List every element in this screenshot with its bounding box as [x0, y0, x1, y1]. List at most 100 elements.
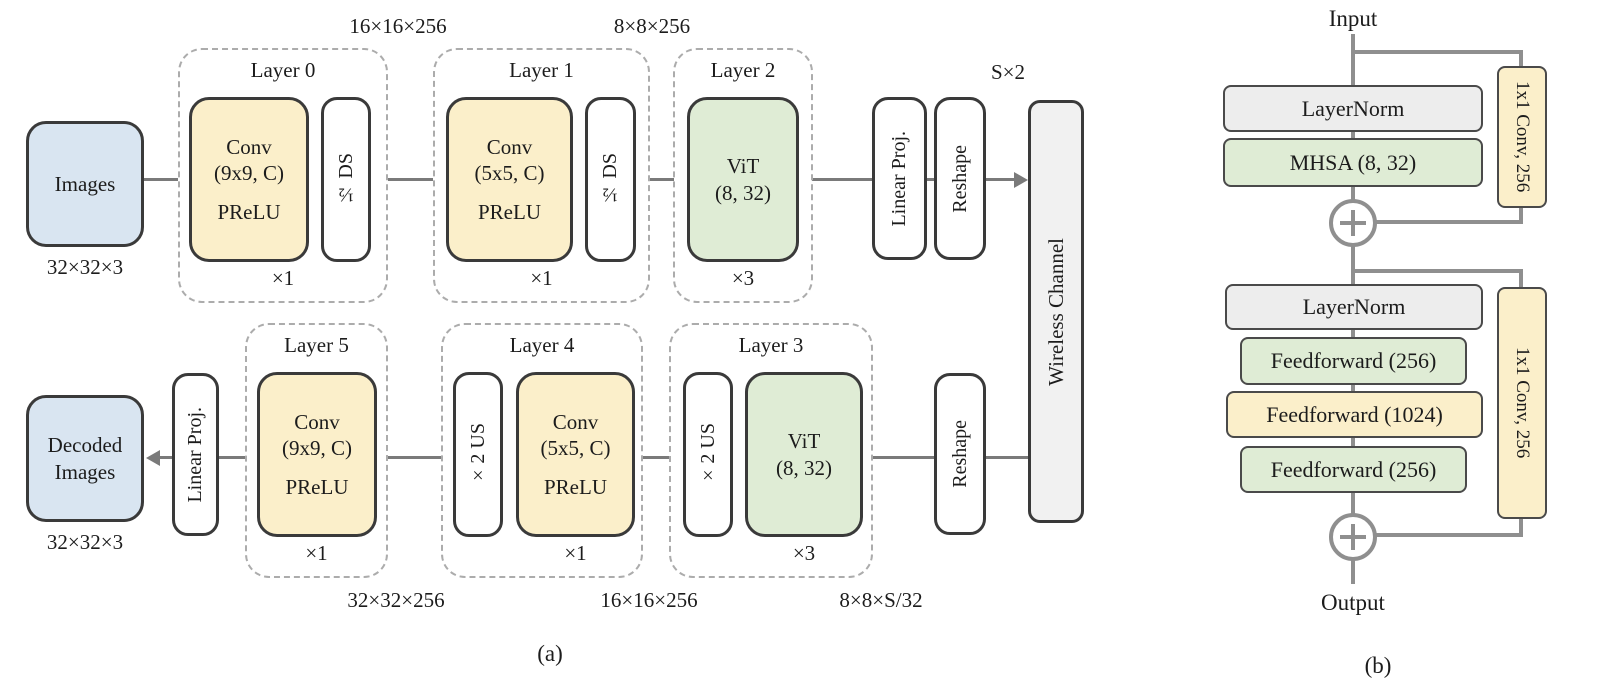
skip1-bottom-line: [1355, 220, 1523, 224]
arrow-into-channel-icon: [1014, 172, 1028, 188]
layer0-group: [178, 48, 388, 303]
tx-reshape-label: Reshape: [948, 144, 971, 213]
layer3-upsample-label: ×2 US: [696, 423, 719, 486]
arrow-into-decoded-icon: [146, 450, 160, 466]
layer3-vit-box: ViT (8, 32): [745, 372, 863, 537]
connector-layer4-layer5: [388, 456, 442, 459]
layer0-title: Layer 0: [250, 58, 316, 82]
layer4-act-label: PReLU: [544, 474, 607, 499]
layer4-conv-label: Conv (5x5, C): [540, 410, 611, 461]
tx-linear-proj-box: Linear Proj.: [872, 97, 927, 260]
layer2-vit-label: ViT (8, 32): [715, 154, 771, 205]
caption-b: (b): [1364, 653, 1392, 678]
ffn-layernorm-box: LayerNorm: [1225, 284, 1483, 330]
layer1-title: Layer 1: [509, 58, 574, 82]
attn-skip-conv-label: 1x1 Conv, 256: [1512, 81, 1533, 193]
layer1-act-label: PReLU: [478, 199, 541, 224]
skip2-down-line2: [1519, 515, 1523, 537]
skip2-top-line: [1351, 269, 1523, 273]
layer4-upsample-box: ×2 US: [453, 372, 503, 537]
layer5-repeat-label: ×1: [305, 541, 328, 565]
wireless-channel-box: Wireless Channel: [1028, 100, 1084, 523]
attn-layernorm-label: LayerNorm: [1301, 95, 1405, 121]
connector-layer0-layer1: [388, 178, 433, 181]
layer2-title: Layer 2: [710, 58, 776, 82]
layer4-conv-box: Conv (5x5, C) PReLU: [516, 372, 635, 537]
layer5-conv-box: Conv (9x9, C) PReLU: [257, 372, 377, 537]
layer5-title: Layer 5: [284, 333, 349, 357]
layer5-act-label: PReLU: [285, 474, 349, 499]
skip1-down-line: [1519, 50, 1523, 70]
layer1-conv-label: Conv (5x5, C): [474, 135, 545, 186]
layer3-title: Layer 3: [738, 333, 804, 357]
skip2-bottom-line: [1355, 533, 1523, 537]
connector-linproj-reshape: [925, 178, 935, 181]
layer5-group: [245, 323, 388, 578]
layer1-group: [433, 48, 650, 303]
layer4-upsample-label: ×2 US: [466, 423, 489, 486]
layer2-group: [673, 48, 813, 303]
dim-after-layer0: 16×16×256: [349, 14, 447, 38]
attn-mhsa-box: MHSA (8, 32): [1223, 138, 1483, 187]
add-icon-2: [1329, 513, 1377, 561]
rx-reshape-label: Reshape: [948, 420, 971, 488]
decoded-images-label: Decoded Images: [47, 433, 123, 484]
ffn-layernorm-label: LayerNorm: [1302, 294, 1406, 319]
ffn-ff1-label: Feedforward (256): [1270, 348, 1437, 373]
attn-skip-conv-box: 1x1 Conv, 256: [1497, 66, 1547, 208]
tx-reshape-box: Reshape: [934, 97, 986, 260]
connector-reshape-layer3: [873, 456, 935, 459]
rx-linear-proj-box: Linear Proj.: [172, 373, 219, 536]
images-label: Images: [54, 171, 116, 196]
layer0-conv-label: Conv (9x9, C): [214, 135, 284, 186]
connector-reshape-channel: [986, 178, 1016, 181]
attn-layernorm-box: LayerNorm: [1223, 85, 1483, 132]
ffn-ff3-label: Feedforward (256): [1270, 456, 1437, 482]
tx-linear-proj-label: Linear Proj.: [888, 130, 910, 227]
dim-after-layer4: 16×16×256: [600, 588, 698, 612]
layer1-downsample-box: ½ DS: [585, 97, 636, 262]
layer2-vit-box: ViT (8, 32): [687, 97, 799, 262]
layer5-conv-label: Conv (9x9, C): [282, 410, 352, 461]
dim-after-layer1: 8×8×256: [613, 14, 691, 38]
layer1-conv-box: Conv (5x5, C) PReLU: [446, 97, 573, 262]
ffn-ff1-box: Feedforward (256): [1240, 337, 1467, 385]
decoded-dim-label: 32×32×3: [46, 530, 124, 554]
vit-input-label: Input: [1328, 6, 1378, 31]
dim-channel-input: S×2: [990, 60, 1026, 84]
layer0-repeat-label: ×1: [271, 266, 295, 290]
ffn-ff2-label: Feedforward (1024): [1266, 401, 1443, 427]
layer4-group: [441, 323, 643, 578]
layer0-downsample-box: ½ DS: [321, 97, 371, 262]
layer2-repeat-label: ×3: [731, 266, 755, 290]
layer3-repeat-label: ×3: [792, 541, 816, 565]
layer0-act-label: PReLU: [217, 199, 281, 224]
rx-reshape-box: Reshape: [934, 373, 986, 535]
vit-output-label: Output: [1321, 590, 1385, 615]
layer3-upsample-box: ×2 US: [683, 372, 733, 537]
skip2-down-line: [1519, 269, 1523, 291]
wireless-channel-label: Wireless Channel: [1043, 237, 1068, 386]
ffn-skip-conv-label: 1x1 Conv, 256: [1512, 347, 1533, 459]
layer1-downsample-label: ½ DS: [599, 153, 621, 206]
connector-layer3-layer4: [643, 456, 670, 459]
connector-layer2-linproj: [812, 178, 872, 181]
connector-layer5-linproj: [219, 456, 246, 459]
dim-after-layer5: 32×32×256: [347, 588, 445, 612]
skip1-down-line2: [1519, 206, 1523, 224]
ffn-skip-conv-box: 1x1 Conv, 256: [1497, 287, 1547, 519]
decoded-images-box: Decoded Images: [26, 395, 144, 522]
ffn-ff3-box: Feedforward (256): [1240, 446, 1467, 493]
caption-a: (a): [537, 641, 563, 666]
layer3-vit-label: ViT (8, 32): [776, 429, 832, 480]
skip1-top-line: [1351, 50, 1523, 54]
layer4-repeat-label: ×1: [564, 541, 587, 565]
connector-images-layer0: [144, 178, 178, 181]
images-dim-label: 32×32×3: [46, 255, 124, 279]
connector-layer1-layer2: [650, 178, 674, 181]
layer1-repeat-label: ×1: [530, 266, 553, 290]
connector-linproj-decoded: [158, 456, 174, 459]
layer0-downsample-label: ½ DS: [334, 153, 357, 206]
dim-after-layer3: 8×8×S/32: [839, 588, 923, 612]
